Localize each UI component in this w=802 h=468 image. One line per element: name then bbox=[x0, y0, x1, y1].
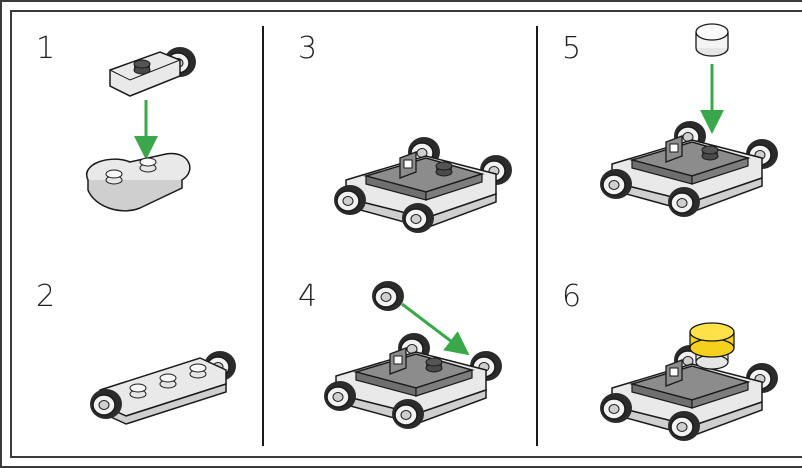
step-1-illustration bbox=[70, 30, 220, 220]
step-5-illustration bbox=[606, 22, 796, 232]
column-divider-right bbox=[536, 26, 538, 446]
step-5-number: 5 bbox=[562, 34, 581, 64]
step-3-number: 3 bbox=[298, 34, 317, 64]
step-4-number: 4 bbox=[298, 282, 317, 312]
step-6-number: 6 bbox=[562, 282, 581, 312]
step-2-illustration bbox=[80, 330, 250, 440]
step-6-illustration bbox=[606, 310, 796, 450]
step-3-illustration bbox=[340, 130, 510, 240]
step-1-number: 1 bbox=[36, 34, 55, 64]
step-4-illustration bbox=[330, 270, 520, 450]
step-2-number: 2 bbox=[36, 282, 55, 312]
column-divider-left bbox=[262, 26, 264, 446]
